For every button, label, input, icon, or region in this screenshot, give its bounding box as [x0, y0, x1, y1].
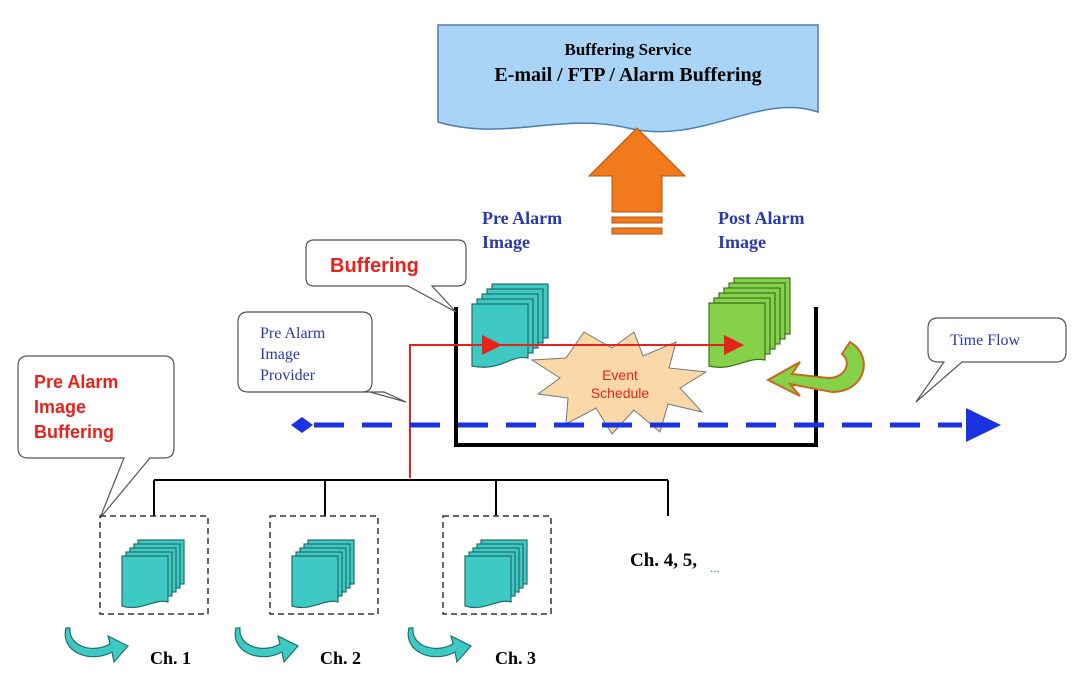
other-channels-ellipsis: ... [710, 560, 720, 575]
red-feed-arrow [409, 335, 744, 478]
event-schedule-burst: Event Schedule [530, 331, 708, 435]
channel-1-image-stack [121, 539, 185, 608]
channel-2-label: Ch. 2 [320, 648, 361, 668]
pre-alarm-label: Pre Alarm Image [482, 208, 562, 252]
post-alarm-label-line1: Post Alarm [718, 208, 804, 228]
channel-3-image-stack [464, 539, 528, 608]
post-alarm-label: Post Alarm Image [718, 208, 804, 252]
channel-1-frame [99, 515, 209, 615]
channel-2-image-stack [291, 539, 355, 608]
buffer-loop-arrow [765, 340, 865, 397]
other-channels: Ch. 4, 5, ... [630, 550, 720, 575]
callout-pre-alarm-image-provider: Pre Alarm Image Provider [237, 311, 407, 403]
channel-1-rotate-icon [64, 627, 129, 664]
provider-line1: Pre Alarm [260, 325, 326, 342]
pre-alarm-label-line1: Pre Alarm [482, 208, 562, 228]
buffering-callout-line1: Pre Alarm [34, 372, 118, 392]
callout-buffering-text: Buffering [330, 255, 419, 277]
channel-1-label: Ch. 1 [150, 648, 191, 668]
event-schedule-line1: Event [602, 367, 638, 383]
channel-3-frame [442, 515, 552, 615]
channel-1: Ch. 1 [64, 515, 209, 668]
channel-2-frame [269, 515, 379, 615]
channel-3-label: Ch. 3 [495, 648, 536, 668]
service-title: Buffering Service [565, 40, 692, 59]
buffering-service-box: Buffering Service E-mail / FTP / Alarm B… [437, 24, 819, 133]
post-alarm-image-stack [708, 277, 791, 368]
channel-2-rotate-icon [234, 627, 299, 664]
upload-arrow [587, 127, 687, 235]
channel-3: Ch. 3 [407, 515, 552, 668]
pre-alarm-label-line2: Image [482, 232, 530, 252]
provider-line2: Image [260, 346, 300, 363]
other-channels-label: Ch. 4, 5, [630, 550, 697, 571]
pre-alarm-image-stack [471, 283, 549, 368]
callout-time-flow: Time Flow [915, 317, 1067, 403]
event-schedule-line2: Schedule [591, 385, 650, 401]
channel-3-rotate-icon [407, 627, 472, 664]
callout-buffering: Buffering [305, 239, 467, 313]
buffering-callout-line3: Buffering [34, 422, 114, 442]
channel-bus [153, 479, 669, 516]
channel-2: Ch. 2 [234, 515, 379, 668]
provider-line3: Provider [260, 367, 316, 384]
service-subtitle: E-mail / FTP / Alarm Buffering [494, 64, 761, 86]
time-flow-text: Time Flow [950, 332, 1021, 349]
time-flow-arrow [291, 408, 1001, 442]
buffering-callout-line2: Image [34, 397, 86, 417]
post-alarm-label-line2: Image [718, 232, 766, 252]
callout-pre-alarm-image-buffering: Pre Alarm Image Buffering [17, 355, 175, 519]
